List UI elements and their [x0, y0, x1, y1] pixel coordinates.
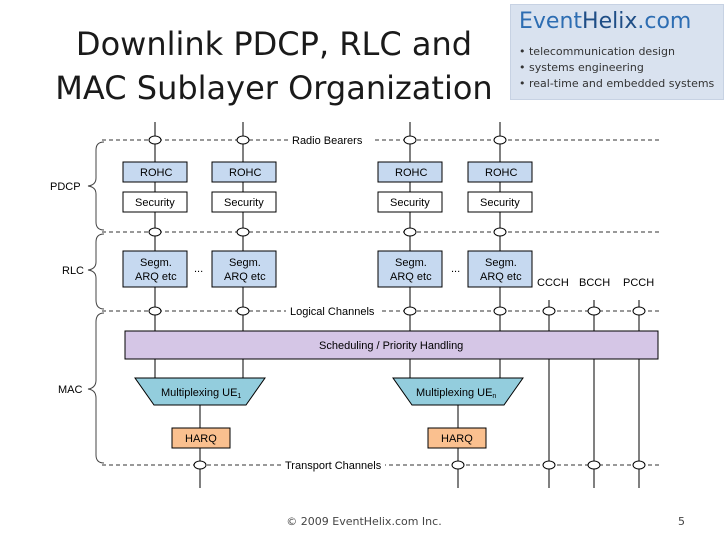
multiplexing-ue1-text: Multiplexing UE — [161, 387, 237, 399]
sap-ellipses — [148, 135, 646, 470]
segm-block — [377, 250, 443, 288]
rohc-label: ROHC — [395, 167, 427, 179]
bcch-label: BCCH — [579, 277, 610, 289]
transport-channels-label: Transport Channels — [285, 460, 382, 472]
rohc-label: ROHC — [229, 167, 261, 179]
security-block — [211, 191, 277, 213]
multiplexing-ue1-sub: 1 — [237, 393, 241, 400]
title-line-2: MAC Sublayer Organization — [55, 69, 493, 107]
logo-event: Event — [519, 9, 583, 34]
rlc-blocks — [122, 250, 533, 288]
segm-block — [211, 250, 277, 288]
security-blocks — [122, 191, 533, 213]
logo-helix: Helix — [582, 9, 638, 34]
security-label: Security — [480, 197, 520, 209]
rohc-block — [122, 161, 188, 183]
segm-label: Segm. — [229, 257, 261, 269]
segm-label: Segm. — [395, 257, 427, 269]
logo-bullet-2: • systems engineering — [519, 61, 644, 74]
logo-com: .com — [637, 9, 692, 34]
radio-bearers-label: Radio Bearers — [292, 135, 363, 147]
scheduling-label: Scheduling / Priority Handling — [319, 340, 463, 352]
title-line-1: Downlink PDCP, RLC and — [75, 25, 473, 63]
multiplexing-uen-label: Multiplexing UEn — [416, 387, 496, 400]
footer-copyright: © 2009 EventHelix.com Inc. — [286, 515, 442, 528]
multiplexing-uen-block — [392, 377, 524, 406]
security-label: Security — [135, 197, 175, 209]
rohc-label: ROHC — [485, 167, 517, 179]
arq-label: ARQ etc — [480, 271, 522, 283]
slide-title: Downlink PDCP, RLC and MAC Sublayer Orga… — [44, 22, 504, 110]
segm-label: Segm. — [485, 257, 517, 269]
security-block — [467, 191, 533, 213]
segm-block — [467, 250, 533, 288]
rohc-block — [467, 161, 533, 183]
transport-channels-bg — [281, 458, 385, 472]
ellipsis-left: ... — [194, 263, 203, 275]
rohc-block — [211, 161, 277, 183]
security-label: Security — [390, 197, 430, 209]
harq-label: HARQ — [441, 433, 473, 445]
ellipsis-right: ... — [451, 263, 460, 275]
mac-label: MAC — [58, 384, 83, 396]
harq-label: HARQ — [185, 433, 217, 445]
arq-label: ARQ etc — [224, 271, 266, 283]
multiplexing-uen-sub: n — [492, 393, 496, 400]
arq-label: ARQ etc — [135, 271, 177, 283]
security-block — [122, 191, 188, 213]
logical-channels-bg — [286, 304, 380, 318]
logo-bullet-3: • real-time and embedded systems — [519, 77, 715, 90]
logo-name: EventHelix.com — [519, 9, 691, 34]
segm-block — [122, 250, 188, 288]
security-block — [377, 191, 443, 213]
scheduling-block — [124, 330, 659, 360]
logo-bullet-1: • telecommunication design — [519, 45, 675, 58]
sap-lines — [102, 139, 660, 466]
layer-braces — [87, 141, 105, 464]
rlc-label: RLC — [62, 265, 84, 277]
pdcp-label: PDCP — [50, 181, 81, 193]
rohc-label: ROHC — [140, 167, 172, 179]
logical-channels-label: Logical Channels — [290, 306, 375, 318]
eventhelix-logo[interactable]: EventHelix.com • telecommunication desig… — [510, 4, 724, 100]
segm-label: Segm. — [140, 257, 172, 269]
security-label: Security — [224, 197, 264, 209]
radio-bearers-bg — [288, 133, 372, 147]
rohc-blocks — [122, 161, 533, 183]
harq-block — [427, 427, 487, 449]
arq-label: ARQ etc — [390, 271, 432, 283]
multiplexing-ue1-block — [134, 377, 266, 406]
page-number: 5 — [678, 515, 685, 528]
rohc-block — [377, 161, 443, 183]
multiplexing-uen-text: Multiplexing UE — [416, 387, 492, 399]
harq-block — [171, 427, 231, 449]
ccch-label: CCCH — [537, 277, 569, 289]
pcch-label: PCCH — [623, 277, 654, 289]
multiplexing-ue1-label: Multiplexing UE1 — [161, 387, 241, 400]
